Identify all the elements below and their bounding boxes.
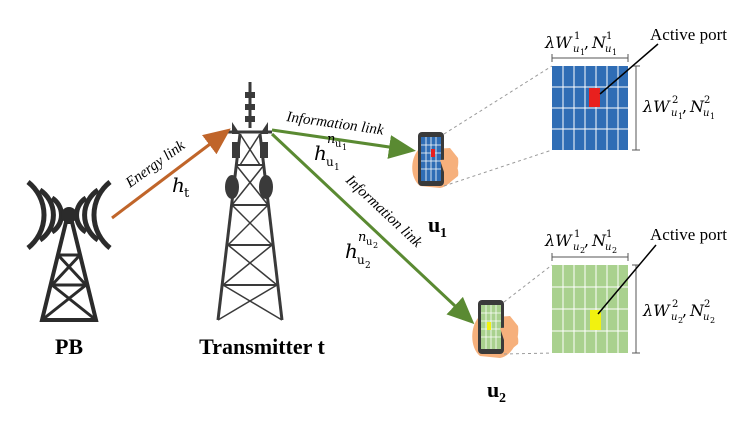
svg-text:2: 2 <box>365 261 371 271</box>
svg-text:,: , <box>584 33 589 52</box>
svg-text:1: 1 <box>612 48 617 57</box>
info-link-2-arrow <box>270 132 475 325</box>
active-port-1-label: Active port <box>650 25 727 44</box>
pb-label: PB <box>55 334 83 359</box>
svg-text:1: 1 <box>580 48 585 57</box>
svg-text:u: u <box>335 139 342 150</box>
svg-text:u: u <box>605 242 611 253</box>
panel-2-brackets <box>551 253 640 354</box>
svg-text:h: h <box>345 239 358 263</box>
svg-text:,: , <box>682 301 687 320</box>
svg-text:t: t <box>184 186 190 201</box>
fas-panel-1 <box>552 66 628 150</box>
svg-text:1: 1 <box>710 112 715 121</box>
svg-text:N: N <box>689 97 705 116</box>
energy-link-arrow <box>111 128 231 220</box>
user1-label: u 1 <box>428 212 447 241</box>
panel-1-brackets <box>551 54 640 151</box>
svg-text:u: u <box>671 108 677 119</box>
svg-text:λW: λW <box>544 231 573 250</box>
svg-text:1: 1 <box>440 226 447 241</box>
svg-text:u: u <box>573 242 579 253</box>
svg-text:u: u <box>703 312 709 323</box>
channel-hu1-label: h u 1 n u 1 <box>314 132 347 173</box>
info-link-1-arrow <box>271 128 416 159</box>
svg-text:1: 1 <box>342 143 347 152</box>
svg-text:u: u <box>357 253 365 267</box>
svg-text:2: 2 <box>672 299 678 310</box>
user2-label: u 2 <box>487 377 506 406</box>
svg-text:1: 1 <box>678 112 683 121</box>
svg-text:2: 2 <box>678 316 683 325</box>
svg-text:n: n <box>327 132 335 147</box>
svg-text:1: 1 <box>606 229 612 240</box>
user2-phone-icon <box>472 300 519 358</box>
svg-text:2: 2 <box>612 246 617 255</box>
svg-text:2: 2 <box>499 391 506 406</box>
panel-2-top-label: λW u 2 1 , N u 2 1 <box>544 229 617 255</box>
svg-text:N: N <box>591 231 607 250</box>
svg-text:λW: λW <box>544 33 573 52</box>
svg-text:u: u <box>326 155 334 169</box>
panel-1-side-label: λW u 1 2 , N u 1 2 <box>642 95 715 121</box>
svg-text:u: u <box>366 237 373 248</box>
svg-text:1: 1 <box>574 229 580 240</box>
svg-text:2: 2 <box>704 95 710 106</box>
panel-1-top-label: λW u 1 1 , N u 1 1 <box>544 31 617 57</box>
svg-text:h: h <box>314 141 327 165</box>
svg-text:n: n <box>358 230 366 245</box>
svg-text:u: u <box>487 377 499 402</box>
svg-text:2: 2 <box>710 316 715 325</box>
svg-text:2: 2 <box>373 241 378 250</box>
svg-text:N: N <box>689 301 705 320</box>
svg-text:u: u <box>573 44 579 55</box>
zoom-lines-2 <box>503 264 553 355</box>
pb-icon <box>26 180 112 322</box>
active-port-1-cell <box>589 88 600 107</box>
svg-text:u: u <box>703 108 709 119</box>
svg-text:λW: λW <box>642 301 671 320</box>
svg-text:1: 1 <box>334 163 340 173</box>
svg-text:2: 2 <box>672 95 678 106</box>
svg-text:,: , <box>682 97 687 116</box>
svg-text:2: 2 <box>704 299 710 310</box>
user1-phone-icon <box>412 132 459 188</box>
svg-text:u: u <box>428 212 440 237</box>
active-port-2-label: Active port <box>650 225 727 244</box>
svg-text:u: u <box>671 312 677 323</box>
channel-ht-label: h t <box>172 173 190 201</box>
channel-hu2-label: h u 2 n u 2 <box>345 230 378 271</box>
svg-text:h: h <box>172 173 185 197</box>
svg-text:2: 2 <box>580 246 585 255</box>
svg-text:N: N <box>591 33 607 52</box>
svg-text:u: u <box>605 44 611 55</box>
svg-text:1: 1 <box>606 31 612 42</box>
active-port-2-pointer <box>597 244 657 315</box>
transmitter-label: Transmitter t <box>199 334 325 359</box>
svg-text:1: 1 <box>574 31 580 42</box>
active-port-2-cell <box>590 310 601 330</box>
transmitter-tower-icon <box>216 82 284 321</box>
active-port-1-pointer <box>599 43 659 95</box>
panel-2-side-label: λW u 2 2 , N u 2 2 <box>642 299 715 325</box>
zoom-lines-1 <box>443 65 553 187</box>
fas-panel-2 <box>552 265 628 353</box>
svg-text:,: , <box>584 231 589 250</box>
svg-text:λW: λW <box>642 97 671 116</box>
